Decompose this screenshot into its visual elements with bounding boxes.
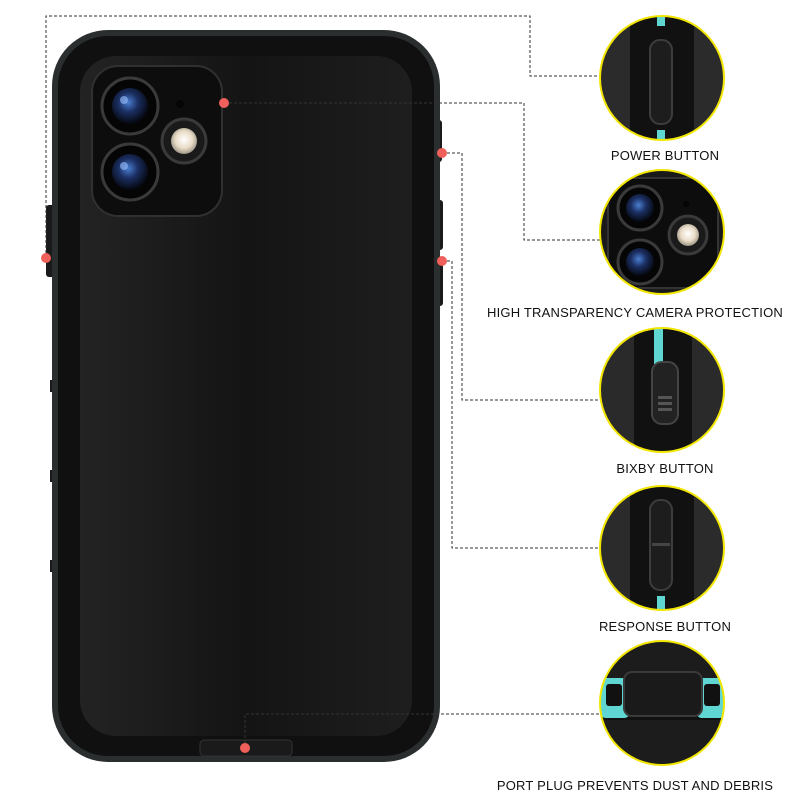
leader-port	[244, 713, 600, 748]
response-button-label: RESPONSE BUTTON	[598, 619, 732, 634]
camera-closeup	[599, 169, 725, 295]
power-button-closeup	[599, 15, 725, 141]
bixby-button-label: BIXBY BUTTON	[616, 461, 714, 476]
port-plug-label: PORT PLUG PREVENTS DUST AND DEBRIS	[496, 778, 774, 793]
bixby-button-closeup	[599, 327, 725, 453]
camera-module	[91, 65, 223, 217]
leader-camera	[224, 102, 600, 241]
power-button-label: POWER BUTTON	[610, 148, 720, 163]
marker-bixby	[437, 148, 447, 158]
camera-protection-label: HIGH TRANSPARENCY CAMERA PROTECTION	[487, 305, 783, 320]
marker-side-left	[41, 253, 51, 263]
response-button-closeup	[599, 485, 725, 611]
port-plug-closeup	[599, 640, 725, 766]
leader-bixby	[442, 152, 600, 401]
leader-power	[45, 15, 600, 258]
microphone-hole	[176, 100, 184, 108]
marker-response	[437, 256, 447, 266]
marker-port	[240, 743, 250, 753]
markers	[41, 98, 447, 753]
phone-case	[46, 30, 443, 762]
marker-camera	[219, 98, 229, 108]
case-back-panel	[80, 56, 412, 736]
